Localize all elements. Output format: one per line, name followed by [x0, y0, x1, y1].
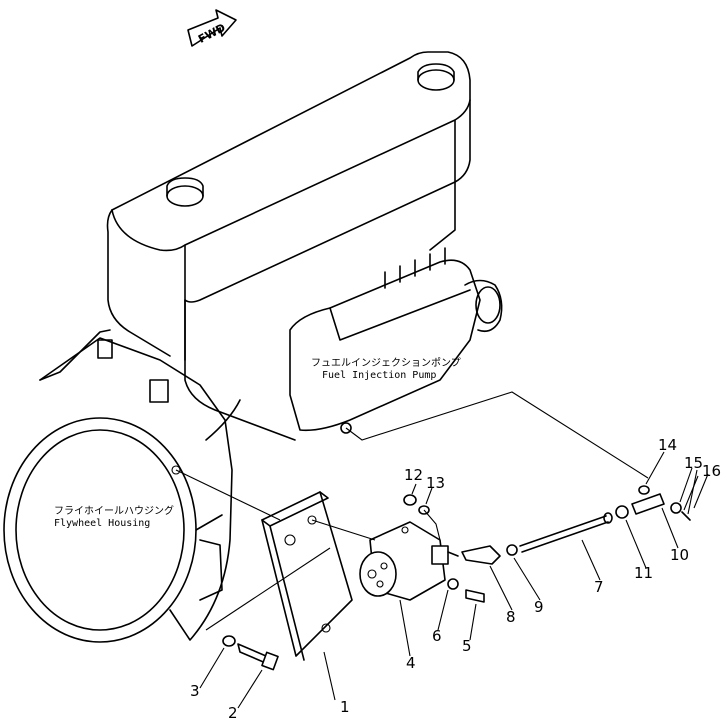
callout-8: 8: [506, 608, 516, 626]
joint-8: [461, 545, 501, 565]
joint-10: [631, 493, 665, 515]
stop-solenoid: [359, 521, 459, 601]
callout-3: 3: [190, 682, 200, 700]
flywheel-label-jp: フライホイールハウジング: [54, 504, 174, 517]
leader-lines: [175, 391, 709, 709]
callout-15: 15: [684, 454, 703, 472]
callout-13: 13: [426, 474, 445, 492]
bracket-part: [261, 491, 353, 661]
fuel-pump-label-jp: フュエルインジェクションポンプ: [311, 357, 461, 369]
nut-15: [670, 502, 682, 514]
engine-block: [106, 51, 471, 441]
pin-16: [681, 511, 691, 521]
callout-12: 12: [404, 466, 423, 484]
small-parts: [222, 485, 691, 671]
nut-9: [506, 544, 518, 556]
bolt-5: [465, 589, 485, 603]
callout-16: 16: [702, 462, 721, 480]
callout-9: 9: [534, 598, 544, 616]
washer-6: [447, 578, 459, 590]
flywheel-housing: [3, 329, 241, 643]
callout-14: 14: [658, 436, 677, 454]
washer-13: [418, 505, 430, 515]
fwd-arrow-icon: FWD: [187, 9, 237, 47]
fuel-injection-pump: フュエルインジェクションポンプ Fuel Injection Pump: [289, 247, 503, 434]
washer-3: [222, 635, 236, 647]
nut-12: [403, 494, 417, 506]
callout-7: 7: [594, 578, 604, 596]
flywheel-label-en: Flywheel Housing: [54, 518, 150, 529]
nut-11: [615, 505, 629, 519]
callout-6: 6: [432, 627, 442, 645]
washer-14: [638, 485, 650, 495]
callout-5: 5: [462, 637, 472, 655]
callout-10: 10: [670, 546, 689, 564]
fuel-pump-label-en: Fuel Injection Pump: [322, 370, 436, 381]
callout-11: 11: [634, 564, 653, 582]
callout-4: 4: [406, 654, 416, 672]
callout-2: 2: [228, 704, 238, 722]
callout-1: 1: [340, 698, 350, 716]
rod-7: [519, 515, 609, 553]
